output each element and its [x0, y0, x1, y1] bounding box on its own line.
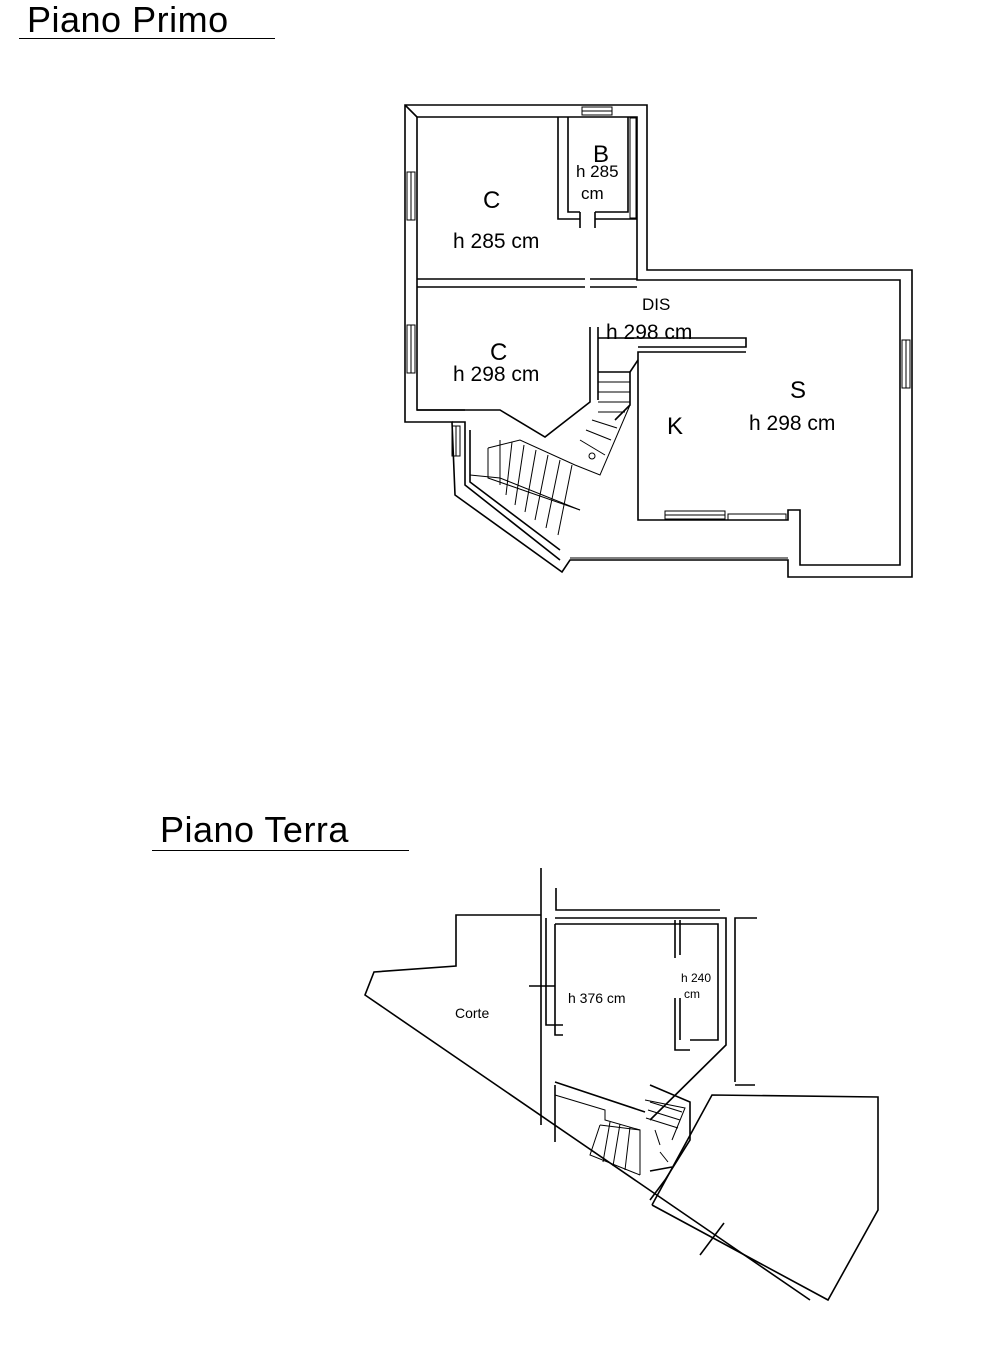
first-floor-staircase [451, 381, 631, 561]
hallway-height: h 298 cm [606, 321, 692, 344]
bedroom-1-height: h 285 cm [453, 230, 539, 253]
kitchen-code: K [667, 413, 683, 440]
living-room-height: h 298 cm [749, 412, 835, 435]
first-floor-title-underline [19, 38, 275, 39]
courtyard-label: Corte [455, 1005, 489, 1021]
small-room-height: h 240 [681, 971, 711, 985]
small-room-height-unit: cm [684, 987, 700, 1001]
ground-floor-title: Piano Terra [160, 809, 349, 850]
bedroom-2-code: C [490, 339, 507, 366]
bathroom-height: h 285 [576, 162, 619, 181]
first-floor-plan: C h 285 cm B h 285 cm DIS h 298 cm C h 2… [404, 104, 913, 578]
ground-floor-title-underline [152, 850, 409, 851]
ground-floor-boundaries [364, 868, 879, 1302]
ground-floor-staircase [554, 1094, 686, 1176]
ground-floor-plan: Corte h 376 cm h 240 cm [364, 868, 879, 1302]
bathroom-height-unit: cm [581, 184, 604, 203]
bedroom-2-height: h 298 cm [453, 363, 539, 386]
first-floor-windows [406, 106, 911, 559]
first-floor-title: Piano Primo [27, 0, 229, 40]
bedroom-1-code: C [483, 187, 500, 214]
main-room-height: h 376 cm [568, 990, 626, 1006]
bathroom-code: B [593, 141, 609, 168]
hallway-code: DIS [642, 295, 670, 314]
ground-floor-walls [545, 917, 727, 1201]
living-room-code: S [790, 377, 806, 404]
